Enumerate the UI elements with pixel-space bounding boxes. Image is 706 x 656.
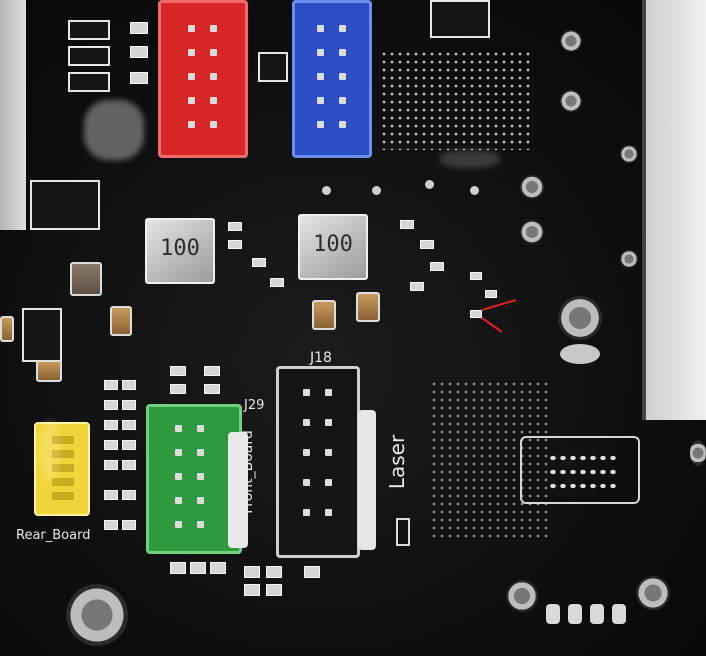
resistor xyxy=(266,566,282,578)
via xyxy=(322,186,331,195)
resistor xyxy=(485,290,497,298)
tantalum-capacitor xyxy=(0,316,14,342)
connector-footprint xyxy=(520,436,640,504)
red-header-pin-grid xyxy=(186,25,226,135)
resistor xyxy=(130,22,148,34)
via-field xyxy=(430,380,550,540)
resistor xyxy=(470,272,482,280)
smd-transistor xyxy=(68,20,110,40)
power-inductor: 100 xyxy=(145,218,215,284)
via xyxy=(470,186,479,195)
resistor xyxy=(244,566,260,578)
resistor xyxy=(270,278,284,287)
blue-header-pin-grid xyxy=(315,25,355,135)
resistor xyxy=(170,366,186,376)
through-hole-pad xyxy=(620,250,638,268)
through-hole-pad xyxy=(636,576,670,610)
through-hole-pad xyxy=(690,440,706,466)
led xyxy=(396,518,410,546)
j18-label: J18 xyxy=(310,350,332,366)
resistor xyxy=(228,222,242,231)
rear-board-label: Rear_Board xyxy=(16,528,91,543)
inductor-value-label: 100 xyxy=(313,232,353,257)
pad-row xyxy=(546,604,636,626)
resistor xyxy=(190,562,206,574)
resistor xyxy=(420,240,434,249)
resistor xyxy=(204,384,220,394)
red-pin-header-connector[interactable] xyxy=(158,0,248,158)
resistor xyxy=(130,72,148,84)
through-hole-pad xyxy=(560,30,582,52)
tantalum-capacitor xyxy=(110,306,132,336)
light-glare xyxy=(84,100,144,160)
black-pin-header-connector[interactable] xyxy=(276,366,360,558)
through-hole-pad xyxy=(560,90,582,112)
smd-ic xyxy=(30,180,100,230)
light-glare xyxy=(40,420,60,480)
smd-ic xyxy=(22,308,62,362)
black-header-pin-grid xyxy=(301,389,341,539)
light-glare xyxy=(440,150,500,168)
through-hole-pad xyxy=(620,145,638,163)
through-hole-pad xyxy=(520,220,544,244)
yellow-jst-connector[interactable] xyxy=(34,422,90,516)
inductor-value-label: 100 xyxy=(160,236,200,261)
resistor xyxy=(130,46,148,58)
resistor xyxy=(430,262,444,271)
resistor xyxy=(304,566,320,578)
j29-label: J29 xyxy=(244,398,265,413)
resistor xyxy=(410,282,424,291)
resistor xyxy=(400,220,414,229)
resistor xyxy=(244,584,260,596)
smd-diode xyxy=(258,52,288,82)
left-grey-component xyxy=(0,0,26,230)
green-pin-header-connector[interactable] xyxy=(146,404,242,554)
through-hole-pad xyxy=(506,580,538,612)
resistor xyxy=(204,366,220,376)
resistor xyxy=(170,384,186,394)
resistor-column xyxy=(104,380,140,550)
white-enclosure-edge xyxy=(642,0,706,420)
mounting-hole xyxy=(66,584,128,646)
via xyxy=(372,186,381,195)
via xyxy=(425,180,434,189)
tactile-switch[interactable] xyxy=(430,0,490,38)
resistor xyxy=(170,562,186,574)
resistor xyxy=(210,562,226,574)
smd-transistor xyxy=(68,72,110,92)
white-latch xyxy=(358,410,376,550)
tantalum-capacitor xyxy=(36,360,62,382)
smd-transistor xyxy=(68,46,110,66)
resistor xyxy=(266,584,282,596)
tantalum-capacitor xyxy=(70,262,102,296)
via-field xyxy=(380,50,530,150)
through-hole-pad xyxy=(520,175,544,199)
solder-blob xyxy=(560,344,600,364)
front-board-label: Front_Board xyxy=(239,430,256,514)
tantalum-capacitor xyxy=(312,300,336,330)
blue-pin-header-connector[interactable] xyxy=(292,0,372,158)
tantalum-capacitor xyxy=(356,292,380,322)
laser-label: Laser xyxy=(385,434,410,490)
resistor xyxy=(228,240,242,249)
screw-standoff xyxy=(558,296,602,340)
resistor xyxy=(252,258,266,267)
power-inductor: 100 xyxy=(298,214,368,280)
red-annotation-marks xyxy=(481,299,517,333)
green-header-pin-grid xyxy=(173,425,213,535)
resistor xyxy=(470,310,482,318)
white-latch xyxy=(228,432,248,548)
